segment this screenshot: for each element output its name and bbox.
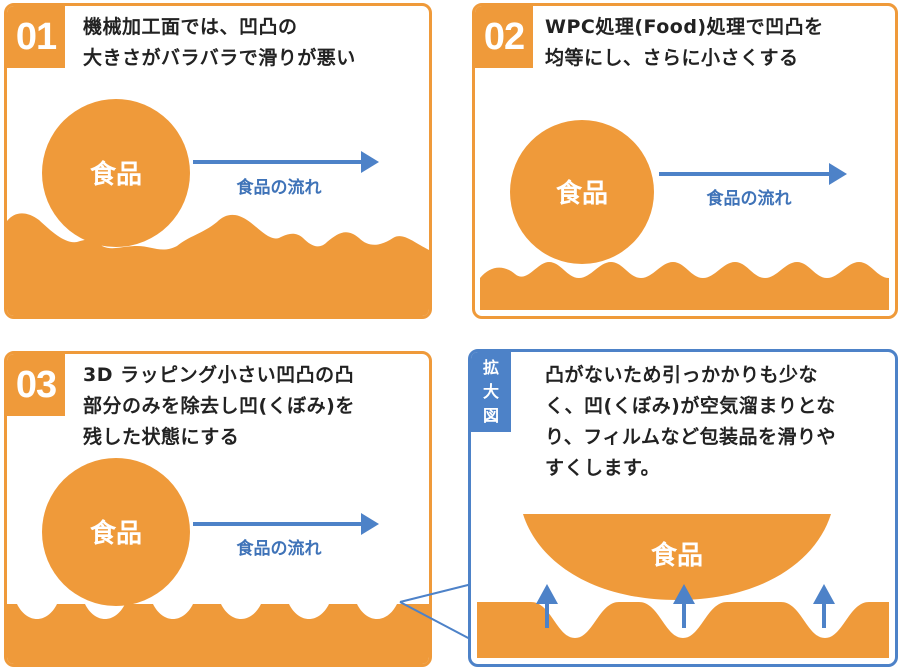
flow-label: 食品の流れ [237,538,322,559]
panel-enlarged-view: 拡 大 図 凸がないため引っかかりも少な く、凹(くぼみ)が空気溜まりとな り、… [468,349,898,667]
food-label: 食品 [651,540,703,571]
food-ball [42,99,190,247]
flow-arrow-head [829,163,847,185]
panel-03: 03 3D ラッピング小さい凹凸の凸 部分のみを除去し凹(くぼみ)を 残した状態… [4,351,432,667]
tag-char: 拡 [482,358,499,377]
food-bowl [523,514,831,600]
enlarged-view-tag: 拡 大 図 [471,352,511,432]
panel-01: 01 機械加工面では、凹凸の 大きさがバラバラで滑りが悪い 食品 食品の流れ [4,3,432,319]
tag-char: 図 [482,406,499,425]
tag-char: 大 [482,382,499,401]
flow-arrow-head [361,151,379,173]
panel-number: 01 [7,6,65,68]
air-arrow [536,584,558,628]
dimpled-surface-closeup [477,602,889,658]
air-arrow [813,584,835,628]
illustration: 食品 食品の流れ [7,99,429,316]
panel-number: 03 [7,354,65,416]
air-arrow [673,584,695,628]
food-label: 食品 [90,159,142,190]
illustration: 食品 [477,514,889,658]
food-label: 食品 [90,518,142,549]
illustration: 食品 食品の流れ [7,458,429,664]
panel-02: 02 WPC処理(Food)処理で凹凸を 均等にし、さらに小さくする 食品 食品… [472,3,898,319]
rough-surface [7,213,429,316]
dimpled-surface [7,604,429,664]
flow-arrow-head [361,513,379,535]
food-label: 食品 [556,178,608,209]
food-ball [510,120,654,264]
food-ball [42,458,190,606]
panel-description: 3D ラッピング小さい凹凸の凸 部分のみを除去し凹(くぼみ)を 残した状態にする [83,364,355,448]
even-surface [480,262,889,310]
illustration: 食品 食品の流れ [480,120,889,310]
flow-label: 食品の流れ [237,177,322,198]
panel-number: 02 [475,6,533,68]
panel-description: 凸がないため引っかかりも少な く、凹(くぼみ)が空気溜まりとな り、フィルムなど… [545,364,836,479]
panel-description: WPC処理(Food)処理で凹凸を 均等にし、さらに小さくする [545,16,824,69]
flow-label: 食品の流れ [707,188,792,209]
panel-description: 機械加工面では、凹凸の 大きさがバラバラで滑りが悪い [83,16,356,69]
